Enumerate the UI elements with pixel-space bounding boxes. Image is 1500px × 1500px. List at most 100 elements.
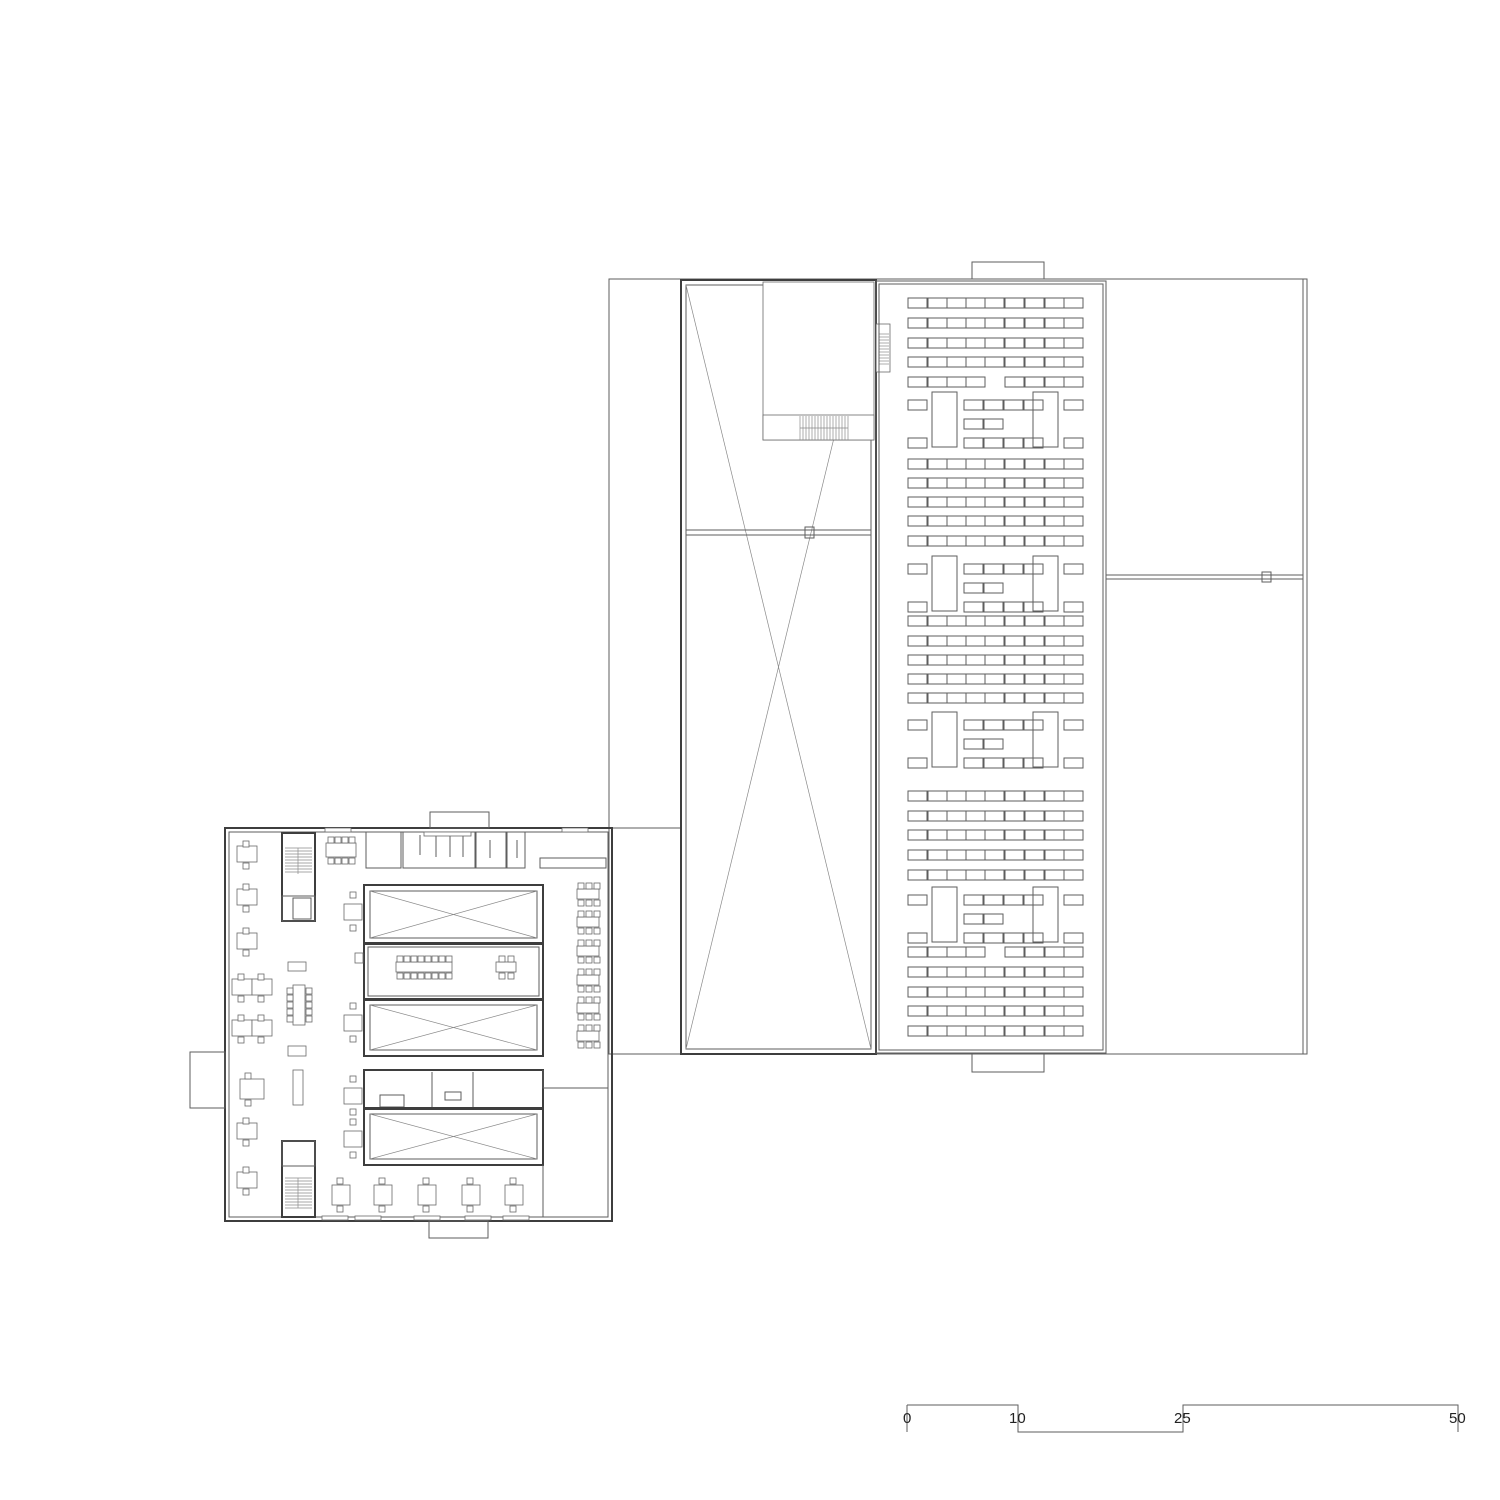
seat bbox=[965, 869, 986, 881]
seat bbox=[965, 535, 986, 547]
chair bbox=[507, 955, 515, 963]
seat bbox=[1004, 654, 1025, 666]
seat bbox=[1044, 317, 1065, 329]
chair bbox=[577, 1013, 585, 1021]
seat bbox=[927, 829, 948, 841]
desk bbox=[504, 1184, 524, 1206]
chair bbox=[242, 840, 250, 848]
window bbox=[502, 1215, 530, 1221]
seat bbox=[1063, 1005, 1084, 1017]
scale-label-0: 0 bbox=[903, 1410, 911, 1427]
chair bbox=[349, 1075, 357, 1083]
desk bbox=[236, 1171, 258, 1189]
seat bbox=[984, 535, 1005, 547]
seat bbox=[1063, 757, 1084, 769]
chair bbox=[593, 1041, 601, 1049]
seat bbox=[965, 356, 986, 368]
seat bbox=[965, 790, 986, 802]
seat bbox=[946, 496, 967, 508]
desk bbox=[239, 1078, 265, 1100]
seat bbox=[927, 496, 948, 508]
seat bbox=[946, 515, 967, 527]
seat bbox=[965, 692, 986, 704]
seat bbox=[1044, 986, 1065, 998]
seat bbox=[963, 582, 984, 594]
seat bbox=[946, 673, 967, 685]
seat bbox=[907, 376, 928, 388]
seat bbox=[965, 317, 986, 329]
seat bbox=[984, 673, 1005, 685]
seat bbox=[965, 673, 986, 685]
seat bbox=[927, 477, 948, 489]
seat bbox=[927, 966, 948, 978]
desk bbox=[292, 984, 306, 1026]
seat bbox=[1044, 946, 1065, 958]
seat bbox=[1044, 829, 1065, 841]
seat bbox=[1023, 563, 1044, 575]
chair bbox=[585, 882, 593, 890]
chair bbox=[334, 836, 342, 844]
chair bbox=[349, 891, 357, 899]
seat bbox=[907, 719, 928, 731]
seat bbox=[907, 535, 928, 547]
chair bbox=[403, 972, 411, 980]
seat bbox=[1004, 946, 1025, 958]
seat bbox=[1024, 297, 1045, 309]
desk bbox=[251, 978, 273, 996]
seat bbox=[927, 515, 948, 527]
seat bbox=[984, 635, 1005, 647]
seat bbox=[963, 913, 984, 925]
chair bbox=[286, 994, 294, 1002]
seat bbox=[1044, 376, 1065, 388]
chair bbox=[577, 882, 585, 890]
seat bbox=[927, 986, 948, 998]
desk bbox=[576, 916, 600, 928]
seat bbox=[927, 337, 948, 349]
seat bbox=[983, 932, 1004, 944]
chair bbox=[593, 956, 601, 964]
seat bbox=[1024, 1025, 1045, 1037]
chair bbox=[305, 1008, 313, 1016]
stage-table bbox=[931, 711, 958, 768]
seat bbox=[907, 563, 928, 575]
chair bbox=[341, 857, 349, 865]
chair bbox=[577, 1041, 585, 1049]
seat bbox=[1024, 790, 1045, 802]
seat bbox=[965, 515, 986, 527]
seat bbox=[1003, 399, 1024, 411]
chair bbox=[286, 1008, 294, 1016]
seat bbox=[965, 829, 986, 841]
chair bbox=[577, 985, 585, 993]
seat bbox=[984, 829, 1005, 841]
seat bbox=[983, 601, 1004, 613]
seat bbox=[1044, 297, 1065, 309]
seat bbox=[963, 418, 984, 430]
seat bbox=[1044, 615, 1065, 627]
chair bbox=[403, 955, 411, 963]
seat bbox=[907, 437, 928, 449]
seat bbox=[1044, 1025, 1065, 1037]
seat bbox=[1004, 986, 1025, 998]
seat bbox=[1004, 458, 1025, 470]
desk bbox=[236, 888, 258, 906]
desk bbox=[495, 961, 517, 973]
seat bbox=[963, 738, 984, 750]
seat bbox=[965, 849, 986, 861]
seat bbox=[946, 317, 967, 329]
seat bbox=[1024, 1005, 1045, 1017]
seat bbox=[1063, 829, 1084, 841]
seat bbox=[1003, 437, 1024, 449]
chair bbox=[257, 1014, 265, 1022]
chair bbox=[424, 955, 432, 963]
stair-north bbox=[285, 847, 312, 874]
chair bbox=[417, 972, 425, 980]
seat bbox=[1044, 692, 1065, 704]
seat bbox=[946, 458, 967, 470]
seat bbox=[984, 515, 1005, 527]
seat bbox=[946, 297, 967, 309]
seat bbox=[984, 356, 1005, 368]
seat bbox=[927, 790, 948, 802]
seat bbox=[1044, 654, 1065, 666]
seat bbox=[1044, 790, 1065, 802]
chair bbox=[593, 927, 601, 935]
